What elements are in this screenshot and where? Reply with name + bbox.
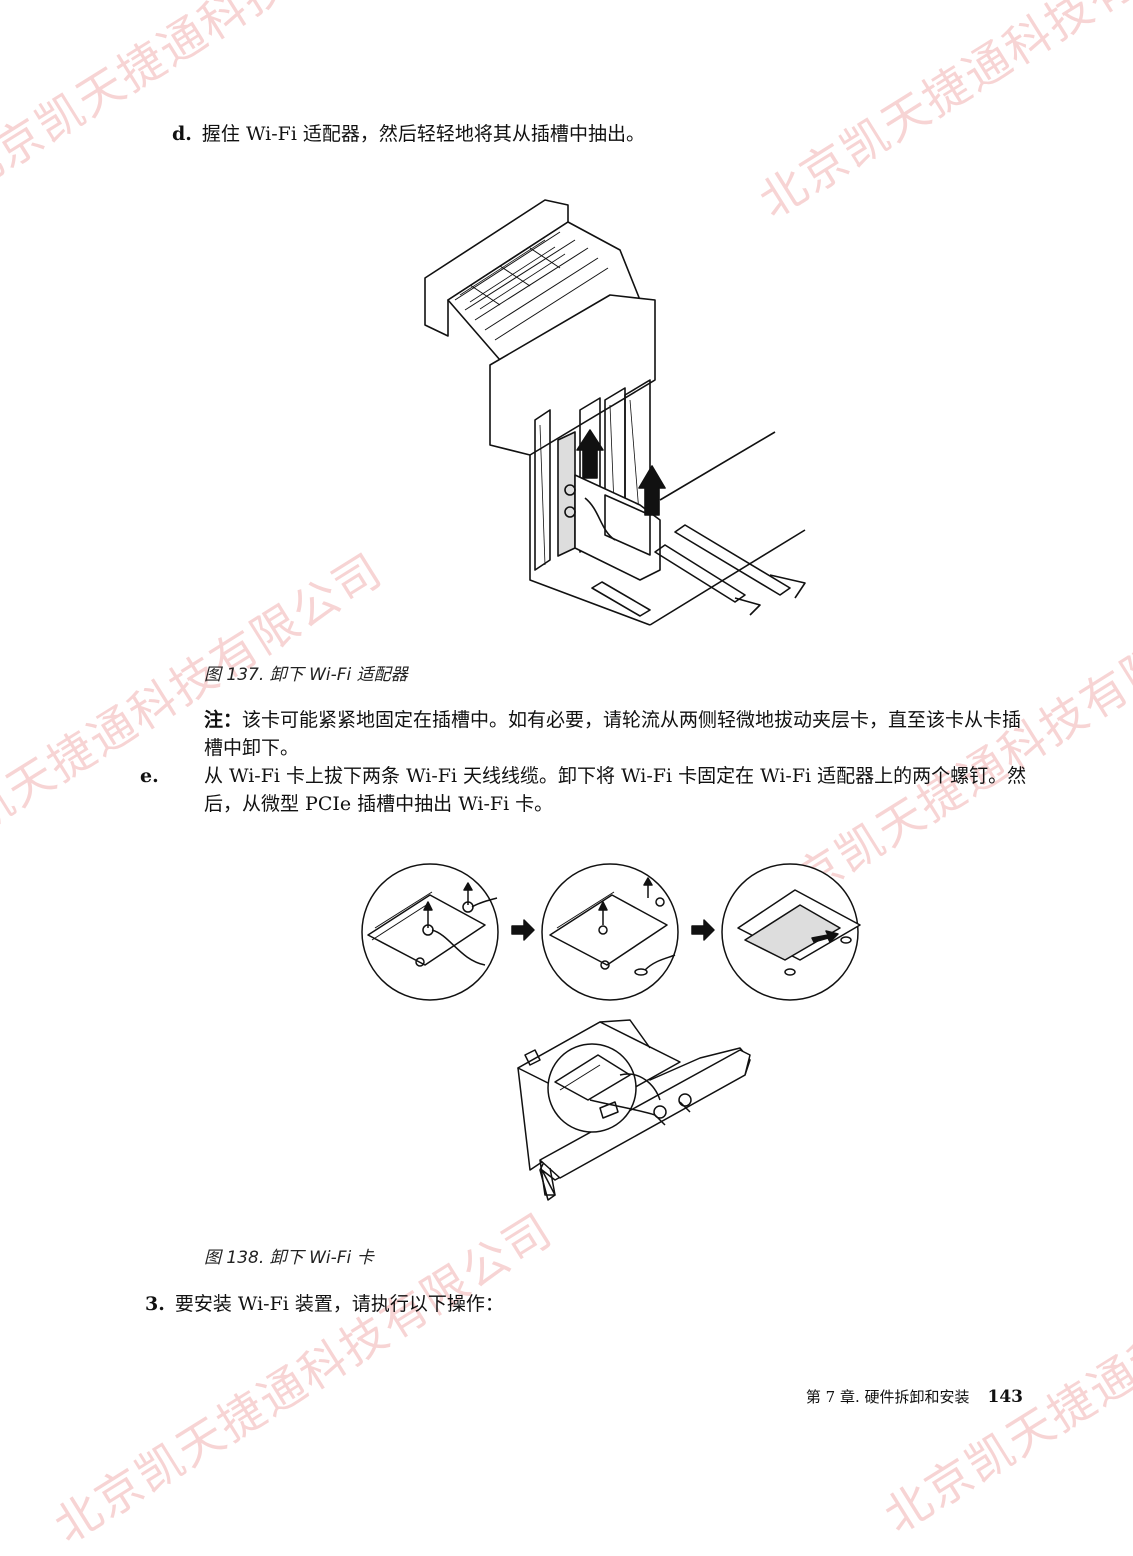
figure-138-caption: 图 138. 卸下 Wi-Fi 卡: [204, 1248, 374, 1268]
note: 注：该卡可能紧紧地固定在插槽中。如有必要，请轮流从两侧轻微地拔动夹层卡，直至该卡…: [204, 706, 1034, 762]
step-e: e. 从 Wi-Fi 卡上拔下两条 Wi-Fi 天线线缆。卸下将 Wi-Fi 卡固…: [140, 762, 1064, 818]
step-3-label: 3.: [145, 1293, 165, 1315]
step-3-text: 要安装 Wi-Fi 装置，请执行以下操作：: [174, 1293, 504, 1315]
figure-138-illustration: [361, 863, 861, 1201]
step-e-text: 从 Wi-Fi 卡上拔下两条 Wi-Fi 天线线缆。卸下将 Wi-Fi 卡固定在…: [204, 765, 1027, 815]
footer-chapter: 第 7 章. 硬件拆卸和安装: [805, 1388, 970, 1406]
step-e-label: e.: [140, 765, 159, 787]
page-number: 143: [987, 1387, 1024, 1407]
note-text: 该卡可能紧紧地固定在插槽中。如有必要，请轮流从两侧轻微地拔动夹层卡，直至该卡从卡…: [204, 709, 1022, 759]
step-d: d. 握住 Wi-Fi 适配器，然后轻轻地将其从插槽中抽出。: [172, 120, 645, 148]
figure-137-caption: 图 137. 卸下 Wi-Fi 适配器: [204, 665, 408, 685]
step-d-label: d.: [172, 123, 192, 145]
step-d-text: 握住 Wi-Fi 适配器，然后轻轻地将其从插槽中抽出。: [201, 123, 645, 145]
figure-137-illustration: [424, 199, 806, 626]
note-label: 注：: [204, 709, 243, 731]
page-footer: 第 7 章. 硬件拆卸和安装 143: [806, 1386, 1023, 1407]
step-3: 3. 要安装 Wi-Fi 装置，请执行以下操作：: [145, 1290, 504, 1318]
